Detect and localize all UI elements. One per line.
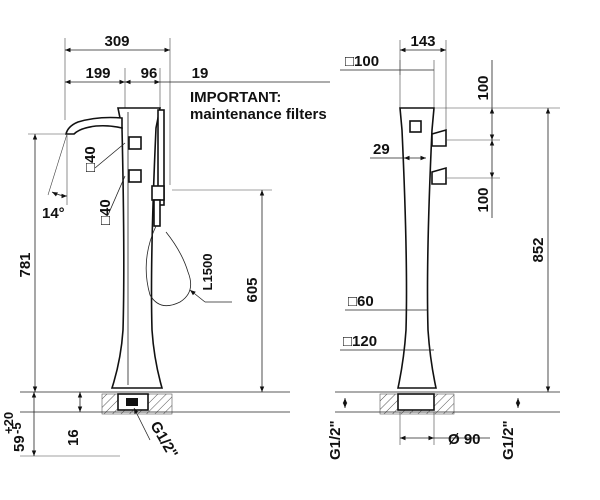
dim-body: 96	[141, 65, 158, 82]
note-line1: IMPORTANT:	[190, 89, 281, 106]
column-body	[110, 107, 164, 389]
thread-leader	[133, 407, 151, 441]
dim-top-100: 100	[475, 75, 492, 100]
dim-angle: 14°	[42, 205, 65, 222]
front-view: 309 199 96 19 IMPORTANT: maintenance fil…	[1, 33, 330, 461]
handle-bottom	[431, 166, 447, 185]
handshower-bar	[157, 109, 165, 206]
control-square-top	[128, 136, 142, 150]
side-column-body	[397, 107, 437, 389]
dim-recess-tol-plus: +20	[1, 412, 16, 434]
dim-base-16: 16	[65, 429, 82, 446]
note-line2: maintenance filters	[190, 106, 327, 123]
dim-height-605: 605	[244, 277, 261, 302]
hose-leader	[189, 289, 206, 303]
dim-square-60: □60	[348, 293, 374, 310]
side-base-recess	[397, 393, 435, 411]
handshower-holder	[151, 185, 165, 201]
angle-ext	[47, 133, 68, 196]
leader	[107, 175, 126, 216]
dim-height-781: 781	[17, 252, 34, 277]
dim-height-852: 852	[530, 237, 547, 262]
dim-handshower: 19	[192, 65, 209, 82]
spout	[64, 116, 123, 135]
control-square-bottom	[128, 169, 142, 183]
dim-square-top: □40	[82, 146, 99, 172]
dim-thread-right: G1/2"	[500, 420, 517, 460]
dim-thread: G1/2"	[147, 419, 182, 462]
dim-recess-tol-minus: -5	[9, 422, 24, 434]
dim-thread-left: G1/2"	[327, 420, 344, 460]
dim-bottom-100: 100	[475, 187, 492, 212]
dim-spout: 199	[85, 65, 110, 82]
side-control-square	[409, 120, 422, 133]
handle-top	[431, 128, 447, 147]
angle-arc	[51, 191, 68, 199]
dim-square-bottom: □40	[97, 199, 114, 225]
dim-29: 29	[373, 141, 390, 158]
dim-square-100: □100	[345, 53, 379, 70]
dim-diameter-90: Ø 90	[448, 431, 481, 448]
dim-width-143: 143	[410, 33, 435, 50]
dim-recess: 59	[11, 435, 28, 452]
dim-hose: L1500	[200, 254, 215, 291]
leader	[94, 142, 126, 169]
dim-total-width: 309	[104, 33, 129, 50]
side-view: 143 □100 29 100 100 852 □60 □	[327, 33, 560, 460]
hose	[145, 225, 192, 307]
dim-square-120: □120	[343, 333, 377, 350]
base-connector	[126, 398, 138, 406]
handshower-handle	[153, 199, 161, 227]
